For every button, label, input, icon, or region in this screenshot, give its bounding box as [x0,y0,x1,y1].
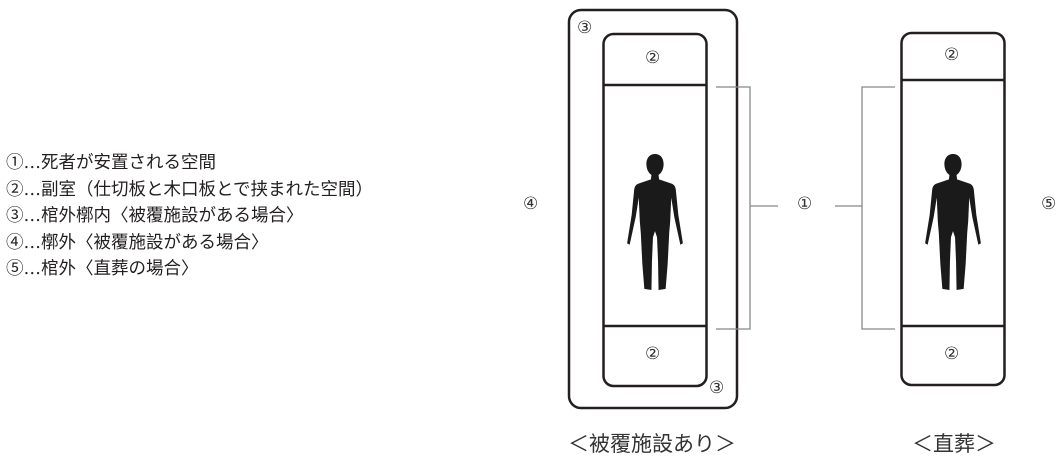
marker-1: ① [797,194,813,214]
marker-2-right-top: ② [944,45,960,65]
legend-item-4: ④…槨外〈被覆施設がある場合〉 [6,232,269,253]
marker-5: ⑤ [1041,194,1057,214]
marker-2-right-bottom: ② [944,344,960,364]
marker-3-bottom: ③ [709,378,725,398]
legend-item-5: ⑤…棺外〈直葬の場合〉 [6,259,199,279]
legend-item-2: ②…副室（仕切板と木口板とで挟まれた空間） [6,179,373,200]
marker-4: ④ [523,194,539,214]
marker-3-top: ③ [577,18,593,38]
right-human-figure-icon [925,154,981,290]
left-human-figure-icon [627,154,683,290]
outer-enclosure [567,8,739,410]
left-bracket [716,86,751,330]
left-coffin [602,32,708,388]
caption-direct-burial: ＜直葬＞ [912,432,996,456]
marker-2-left-top: ② [645,48,661,68]
caption-covered: ＜被覆施設あり＞ [568,432,736,456]
legend: ①…死者が安置される空間 ②…副室（仕切板と木口板とで挟まれた空間） ③…棺外槨… [6,150,373,283]
right-bracket [861,86,895,330]
legend-item-1: ①…死者が安置される空間 [6,153,216,173]
marker-2-left-bottom: ② [645,344,661,364]
legend-item-3: ③…棺外槨内〈被覆施設がある場合〉 [6,206,304,226]
right-coffin [900,31,1006,387]
